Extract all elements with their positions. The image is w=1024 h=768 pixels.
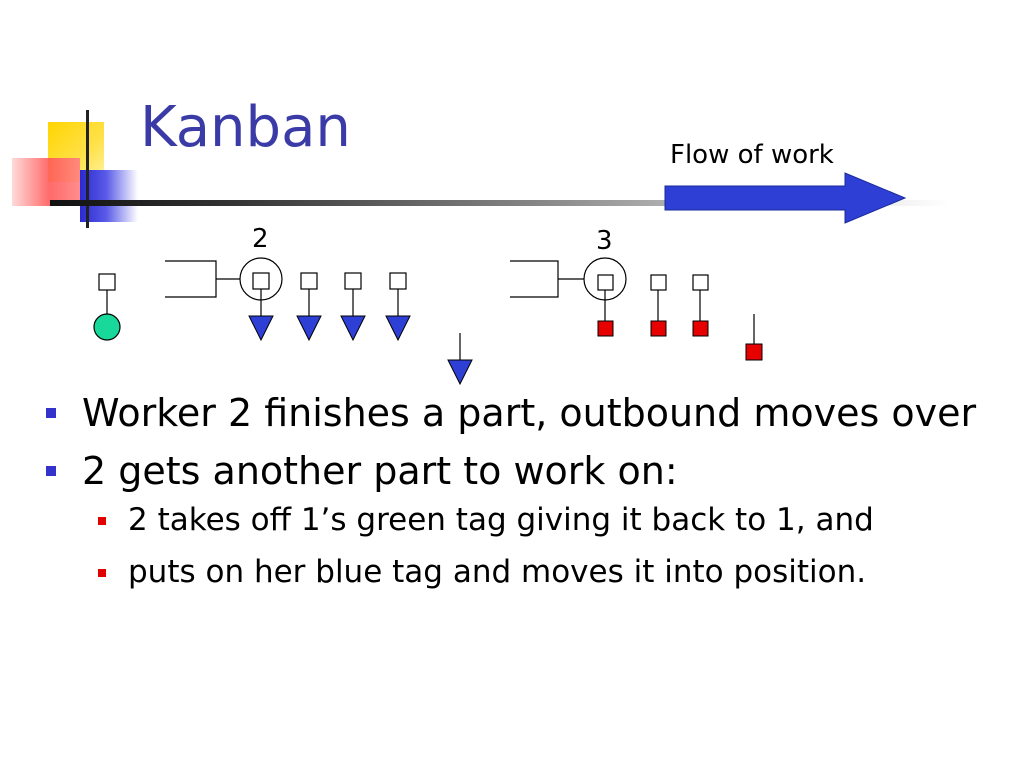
slide-title: Kanban <box>140 95 351 160</box>
kanban-diagram <box>93 172 907 386</box>
blue-tag <box>296 315 322 342</box>
title-decoration-blue-square <box>80 170 138 222</box>
sub-bullet-item: puts on her blue tag and moves it into p… <box>40 552 980 592</box>
bullet-item: 2 gets another part to work on: <box>40 448 980 494</box>
sub-bullet-group: 2 takes off 1’s green tag giving it back… <box>40 500 980 592</box>
loose-red-tag <box>745 314 763 361</box>
green-tag <box>93 313 121 341</box>
moving-blue-tag <box>447 333 473 386</box>
flow-of-work-label: Flow of work <box>670 140 834 170</box>
flow-arrow <box>664 172 907 224</box>
card-square <box>597 274 614 291</box>
red-tag <box>650 320 667 337</box>
bullet-list: Worker 2 finishes a part, outbound moves… <box>40 390 980 604</box>
station-3-label: 3 <box>596 226 613 256</box>
red-tag <box>745 343 763 361</box>
blue-tag <box>385 315 411 342</box>
card-square <box>389 272 407 290</box>
red-tag <box>692 320 709 337</box>
title-underline <box>50 200 950 206</box>
blue-tag <box>340 315 366 342</box>
title-decoration-red-square <box>12 158 80 206</box>
card-square <box>344 272 362 290</box>
card-square <box>650 274 667 291</box>
station-2 <box>165 257 411 342</box>
station-3-bracket <box>510 260 559 298</box>
bullet-text: 2 gets another part to work on: <box>82 449 678 493</box>
worker-1 <box>93 273 121 341</box>
blue-tag <box>248 315 274 342</box>
card-square <box>300 272 318 290</box>
sub-bullet-item: 2 takes off 1’s green tag giving it back… <box>40 500 980 540</box>
blue-tag <box>447 359 473 386</box>
station-2-bracket <box>165 260 217 298</box>
station-3 <box>510 257 709 337</box>
sub-bullet-list: 2 takes off 1’s green tag giving it back… <box>40 500 980 592</box>
title-decoration-vertical-line <box>86 110 89 228</box>
station-2-label: 2 <box>252 224 269 254</box>
bullet-item: Worker 2 finishes a part, outbound moves… <box>40 390 980 436</box>
card-square <box>252 272 270 290</box>
card-square <box>98 273 116 291</box>
red-tag <box>597 320 614 337</box>
card-square <box>692 274 709 291</box>
